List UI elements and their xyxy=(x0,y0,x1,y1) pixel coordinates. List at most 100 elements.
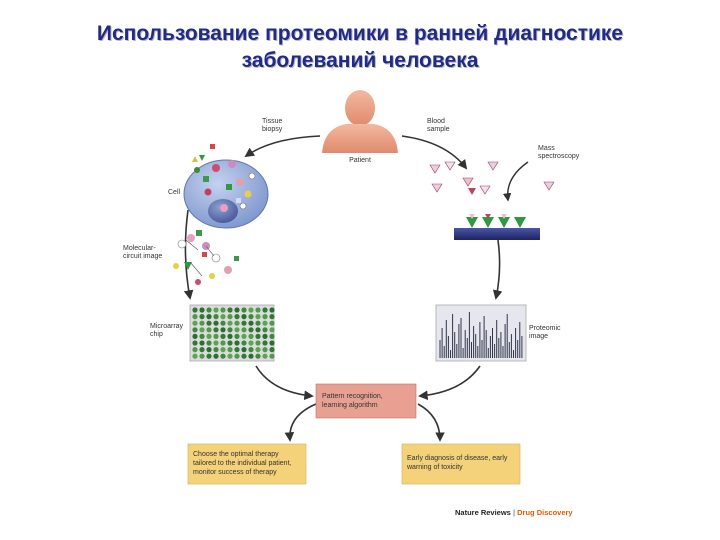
svg-text:Tissue: Tissue xyxy=(262,118,282,125)
mass-spec-label-1: Mass xyxy=(538,145,555,152)
protein-markers-top xyxy=(192,144,215,173)
chip-spot xyxy=(220,340,226,346)
chip-spot xyxy=(213,320,219,326)
chip-spot xyxy=(269,333,275,339)
chip-spot xyxy=(199,320,205,326)
chip-spot xyxy=(213,333,219,339)
pattern-box-line-2: learning algorithm xyxy=(322,402,378,409)
chip-spot xyxy=(213,327,219,333)
chip-spot xyxy=(248,314,254,320)
chip-spot xyxy=(248,340,254,346)
svg-text:Microarray: Microarray xyxy=(150,323,184,330)
chip-spot xyxy=(199,347,205,353)
cell-label: Cell xyxy=(168,189,181,196)
chip-spot xyxy=(199,314,205,320)
chip-spot xyxy=(192,327,198,333)
chip-spot xyxy=(213,340,219,346)
chip-spot xyxy=(213,307,219,313)
chip-spot xyxy=(248,320,254,326)
chip-spot xyxy=(220,314,226,320)
chip-spot xyxy=(241,347,247,353)
chip-spot xyxy=(262,307,268,313)
chip-spot xyxy=(227,353,233,359)
molecular-circuit-label-1: Molecular- xyxy=(123,245,156,252)
chip-spot xyxy=(255,340,261,346)
chip-spot xyxy=(234,320,240,326)
svg-text:Proteomic: Proteomic xyxy=(529,325,561,332)
arrow-patient-to-blood xyxy=(401,135,468,170)
chip-spot xyxy=(262,314,268,320)
chip-spot xyxy=(220,320,226,326)
chip-spot xyxy=(262,327,268,333)
chip-spot xyxy=(199,340,205,346)
chip-spot xyxy=(269,327,275,333)
chip-spot xyxy=(241,314,247,320)
chip-spot xyxy=(199,333,205,339)
chip-spot xyxy=(255,327,261,333)
chip-spot xyxy=(199,307,205,313)
chip-spot xyxy=(227,314,233,320)
chip-spot xyxy=(248,307,254,313)
arrow-plate-to-spectrum xyxy=(492,239,503,300)
chip-spot xyxy=(206,314,212,320)
blood-protein-triangles xyxy=(429,161,555,195)
molecular-circuit-label-2: circuit image xyxy=(123,253,162,260)
therapy-box-line-1: Choose the optimal therapy xyxy=(193,451,279,458)
proteomic-spectrum xyxy=(435,304,527,362)
tissue-biopsy-label-2: biopsy xyxy=(262,126,283,133)
chip-spot xyxy=(255,320,261,326)
arrow-pattern-to-therapy xyxy=(284,403,317,442)
diagnosis-box-line-2: warning of toxicity xyxy=(406,464,463,471)
arrow-pattern-to-diagnosis xyxy=(417,403,445,442)
chip-spot xyxy=(227,320,233,326)
chip-spot xyxy=(192,333,198,339)
chip-spot xyxy=(234,327,240,333)
therapy-box: Choose the optimal therapy tailored to t… xyxy=(187,443,307,485)
svg-text:Blood: Blood xyxy=(427,118,445,125)
credit-separator: | xyxy=(511,508,517,517)
svg-text:spectroscopy: spectroscopy xyxy=(538,153,580,160)
chip-spot xyxy=(269,347,275,353)
molecular-circuit xyxy=(173,230,239,285)
chip-spot xyxy=(269,320,275,326)
chip-spot xyxy=(248,347,254,353)
tissue-biopsy-label-1: Tissue xyxy=(262,118,282,125)
chip-spot xyxy=(206,327,212,333)
chip-spot xyxy=(262,353,268,359)
chip-spot xyxy=(248,353,254,359)
chip-spot xyxy=(192,353,198,359)
svg-text:sample: sample xyxy=(427,126,450,133)
diagnosis-box: Early diagnosis of disease, early warnin… xyxy=(401,443,521,485)
microarray-chip xyxy=(189,304,275,362)
svg-text:Molecular-: Molecular- xyxy=(123,245,156,252)
chip-spot xyxy=(248,333,254,339)
chip-spot xyxy=(234,353,240,359)
chip-spot xyxy=(192,347,198,353)
chip-spot xyxy=(227,333,233,339)
chip-spot xyxy=(220,327,226,333)
chip-spot xyxy=(234,340,240,346)
cell-illustration xyxy=(183,159,269,229)
arrow-patient-to-cell xyxy=(244,135,321,158)
therapy-box-line-3: monitor success of therapy xyxy=(193,469,277,476)
chip-spot xyxy=(234,347,240,353)
chip-spot xyxy=(241,340,247,346)
arrow-chip-to-pattern xyxy=(255,365,314,401)
microarray-label-1: Microarray xyxy=(150,323,184,330)
chip-spot xyxy=(269,340,275,346)
svg-text:biopsy: biopsy xyxy=(262,126,283,133)
chip-spot xyxy=(241,353,247,359)
chip-spot xyxy=(241,333,247,339)
patient-figure xyxy=(322,90,398,153)
chip-spot xyxy=(255,314,261,320)
chip-spot xyxy=(227,340,233,346)
chip-spot xyxy=(220,333,226,339)
chip-spot xyxy=(220,353,226,359)
chip-spot xyxy=(269,307,275,313)
chip-spot xyxy=(199,353,205,359)
title-line-1: Использование протеомики в ранней диагно… xyxy=(96,22,624,45)
chip-spot xyxy=(192,314,198,320)
proteomic-label-1: Proteomic xyxy=(529,325,561,332)
chip-spot xyxy=(206,340,212,346)
